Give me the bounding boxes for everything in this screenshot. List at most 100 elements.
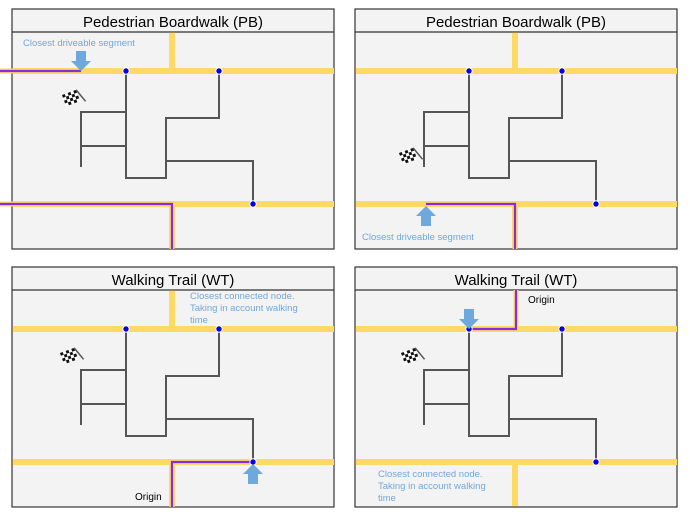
- flag-check: [68, 348, 73, 353]
- flag-check: [403, 357, 407, 362]
- trail-node: [558, 67, 566, 75]
- flag-check: [65, 349, 70, 354]
- flag-check: [71, 357, 76, 362]
- arrow-icon: [71, 51, 91, 71]
- flag-check: [411, 150, 416, 155]
- flag-check: [404, 149, 409, 154]
- flag-check: [414, 353, 419, 358]
- trail-node: [122, 67, 130, 75]
- flag-check: [413, 350, 418, 355]
- walking-trail: [468, 71, 563, 179]
- flag-check: [72, 350, 77, 355]
- flag-check: [401, 351, 405, 356]
- trail-node: [249, 200, 257, 208]
- flag-check: [415, 356, 420, 361]
- flag-check: [72, 96, 77, 101]
- flag-check: [401, 157, 405, 162]
- flag-check: [411, 354, 416, 359]
- flag-pole: [73, 347, 85, 360]
- panel-3-origin-label: Origin: [135, 492, 162, 503]
- flag-check: [65, 102, 69, 107]
- flag-check: [402, 160, 406, 165]
- walking-trail: [509, 418, 597, 462]
- flag-check: [63, 360, 67, 365]
- flag-check: [66, 98, 71, 103]
- flag-check: [73, 99, 78, 104]
- walking-trail: [125, 71, 220, 179]
- flag-check: [405, 152, 410, 157]
- trail-node: [215, 325, 223, 333]
- flag-check: [399, 151, 403, 156]
- flag-check: [406, 349, 411, 354]
- flag-check: [63, 353, 68, 358]
- trail-node: [465, 67, 473, 75]
- flag-pole: [414, 347, 426, 360]
- walking-trail: [166, 160, 254, 204]
- walking-trail: [423, 111, 469, 167]
- flag-check: [403, 350, 408, 355]
- walking-trail: [125, 329, 220, 437]
- flag-check: [67, 101, 72, 106]
- route-line: [170, 460, 253, 507]
- walking-trail: [80, 369, 126, 425]
- flag-check: [409, 358, 414, 363]
- walking-trail: [509, 160, 597, 204]
- flag-check: [408, 151, 413, 156]
- flag-check: [410, 351, 415, 356]
- flag-check: [70, 354, 75, 359]
- panel-4-note-line-3: time: [378, 493, 396, 504]
- flag-check: [69, 97, 74, 102]
- finish-flag-icon: [399, 147, 424, 165]
- walking-trail: [468, 329, 563, 437]
- finish-flag-icon: [401, 347, 426, 365]
- flag-check: [61, 354, 65, 359]
- panel-4-title: Walking Trail (WT): [455, 272, 578, 289]
- flag-check: [406, 155, 411, 160]
- arrow-icon: [243, 464, 263, 484]
- flag-check: [68, 358, 73, 363]
- flag-check: [74, 92, 79, 97]
- flag-check: [76, 98, 81, 103]
- panel-3-note-line-3: time: [190, 315, 208, 326]
- panel-2: [354, 8, 678, 250]
- panel-3: [11, 266, 335, 508]
- panel-2-note: Closest driveable segment: [362, 232, 474, 243]
- flag-check: [408, 355, 413, 360]
- walking-trail: [80, 111, 126, 167]
- flag-check: [62, 357, 66, 362]
- flag-check: [405, 356, 410, 361]
- flag-check: [64, 356, 69, 361]
- flag-check: [66, 352, 71, 357]
- trail-node: [122, 325, 130, 333]
- flag-check: [63, 96, 67, 101]
- flag-check: [73, 353, 78, 358]
- flag-pole: [75, 89, 87, 102]
- panel-2-title: Pedestrian Boardwalk (PB): [426, 14, 606, 31]
- flag-check: [65, 359, 70, 364]
- flag-check: [404, 360, 408, 365]
- flag-check: [74, 356, 79, 361]
- panel-1-note: Closest driveable segment: [23, 38, 135, 49]
- flag-check: [67, 355, 72, 360]
- trail-node: [558, 325, 566, 333]
- panel-1-title: Pedestrian Boardwalk (PB): [83, 14, 263, 31]
- flag-check: [65, 95, 70, 100]
- trail-node: [592, 458, 600, 466]
- panel-4-note-line-1: Closest connected node.: [378, 469, 483, 480]
- flag-check: [404, 159, 409, 164]
- finish-flag-icon: [62, 89, 87, 107]
- flag-check: [409, 348, 414, 353]
- flag-check: [407, 148, 412, 153]
- arrow-icon: [459, 309, 479, 329]
- trail-node: [592, 200, 600, 208]
- panel-3-note-line-2: Taking in account walking: [190, 303, 298, 314]
- flag-check: [75, 95, 80, 100]
- flag-check: [413, 156, 418, 161]
- flag-check: [68, 94, 73, 99]
- flag-check: [412, 153, 417, 158]
- flag-check: [412, 357, 417, 362]
- flag-check: [401, 150, 406, 155]
- flag-check: [400, 154, 404, 159]
- flag-check: [402, 354, 406, 359]
